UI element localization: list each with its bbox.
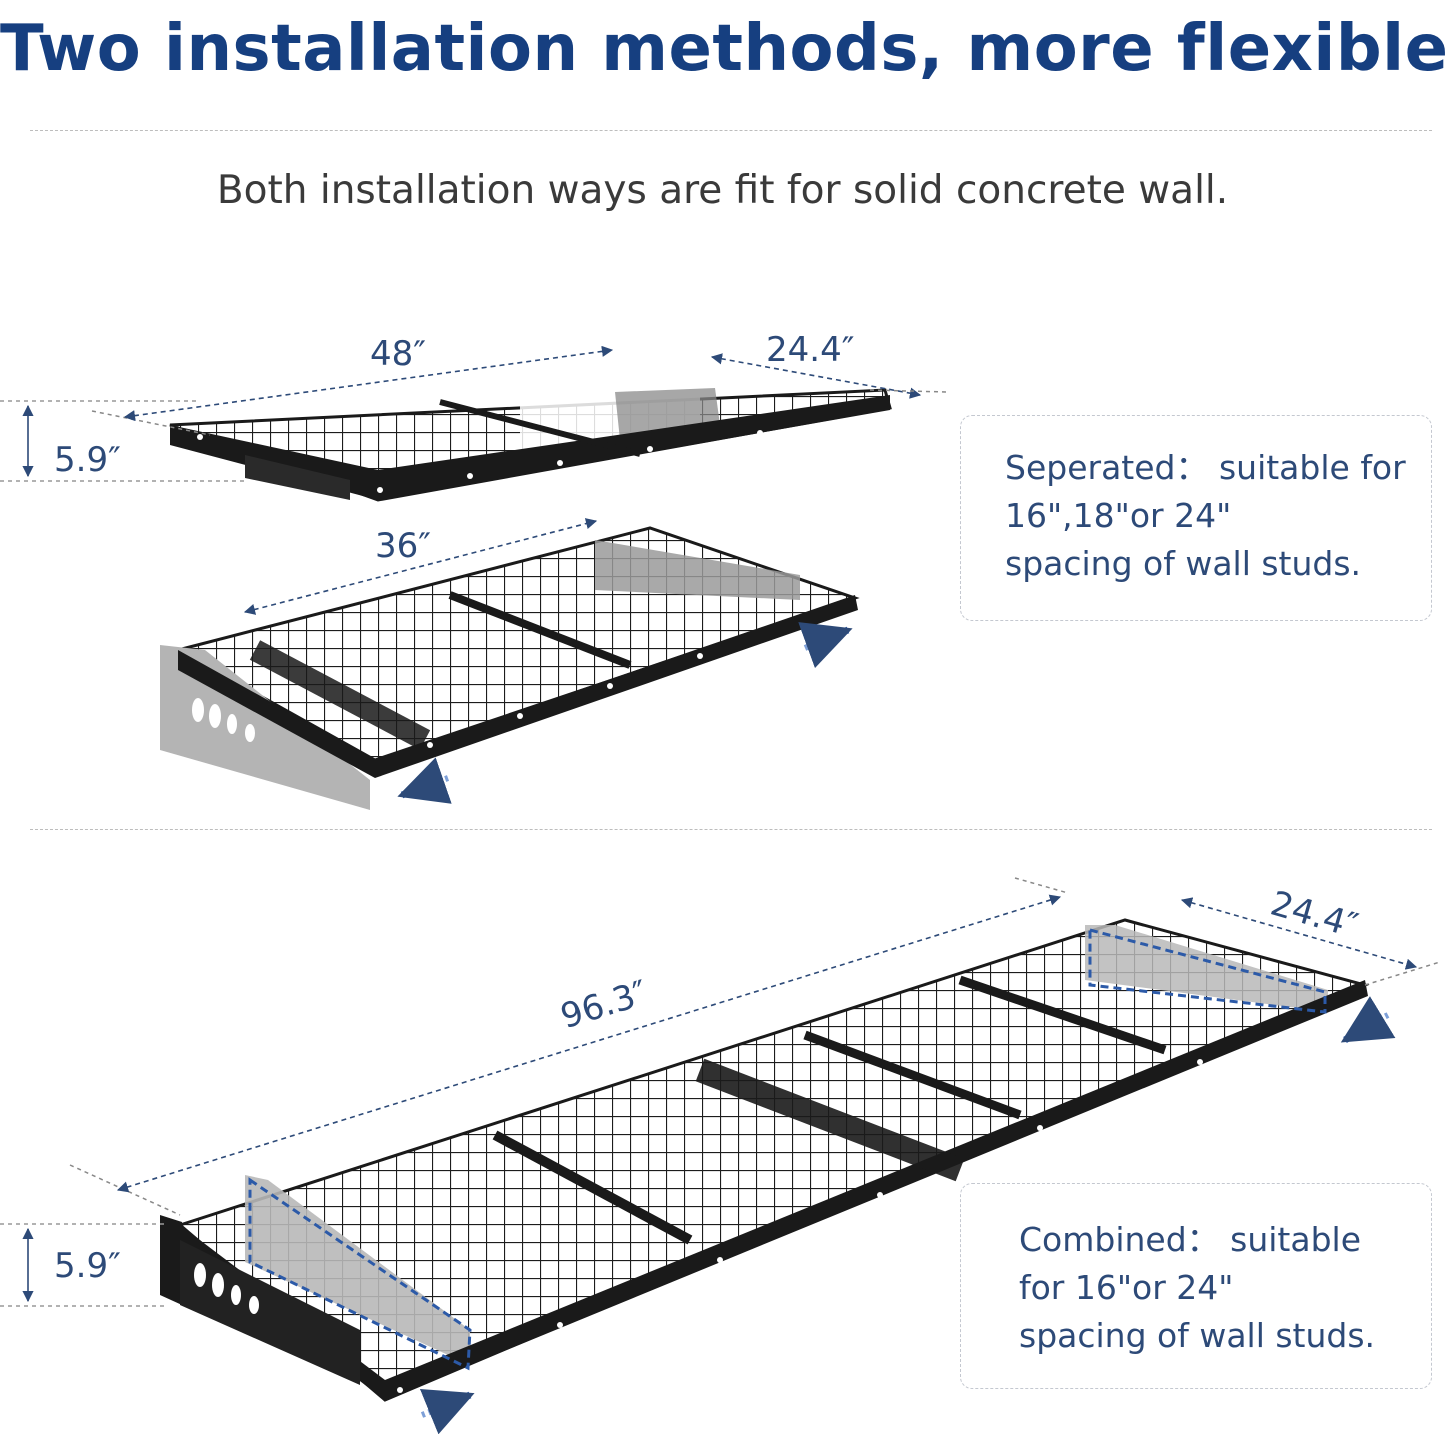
combined-info-box: Combined： suitable for 16"or 24" spacing… — [960, 1183, 1432, 1389]
subtitle: Both installation ways are fit for solid… — [216, 168, 1229, 213]
shelf-separated-large — [169, 388, 892, 502]
shelf2-dimension-lines — [243, 518, 853, 804]
shelf3-dimension-lines — [0, 877, 1441, 1435]
shelf3-height-label: 5.9″ — [54, 1246, 121, 1286]
shelf1-dimension-lines — [0, 345, 947, 482]
divider-middle — [30, 829, 1432, 830]
shelf1-height-label: 5.9″ — [54, 440, 121, 480]
shelf-separated-small — [160, 526, 860, 810]
page-title: Two installation methods, more flexible — [0, 12, 1445, 86]
separated-info-box: Seperated： suitable for 16",18"or 24" sp… — [960, 415, 1432, 621]
shelf1-depth-label: 24.4″ — [766, 330, 855, 370]
divider-top — [30, 130, 1432, 131]
shelf1-length-label: 48″ — [370, 334, 426, 374]
shelf2-length-label: 36″ — [375, 526, 431, 566]
